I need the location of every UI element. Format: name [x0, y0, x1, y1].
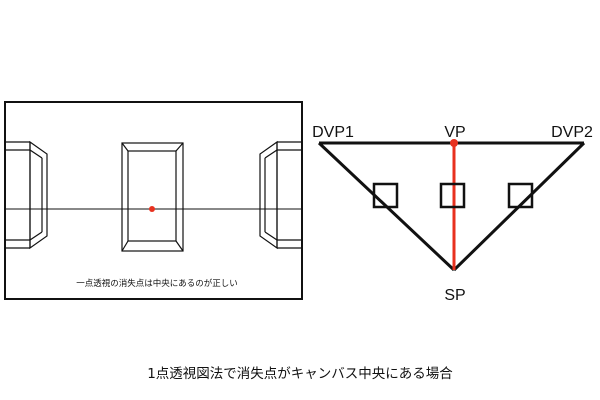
vp-dot — [450, 139, 458, 147]
left-box — [5, 140, 48, 250]
vanishing-point-dot — [149, 206, 155, 212]
plan-diagram: DVP1 VP DVP2 SP — [312, 124, 593, 304]
canvas-caption: 一点透視の消失点は中央にあるのが正しい — [76, 278, 238, 289]
plan-box-center — [439, 182, 466, 209]
right-box — [259, 140, 302, 250]
canvas-frame — [4, 101, 303, 300]
dvp1-label: DVP1 — [312, 124, 354, 141]
sp-label: SP — [444, 287, 465, 304]
figure-caption: 1点透視図法で消失点がキャンバス中央にある場合 — [147, 366, 453, 382]
vp-label: VP — [444, 124, 465, 141]
center-box — [121, 142, 184, 252]
plan-box-left — [372, 182, 399, 209]
dvp2-label: DVP2 — [551, 124, 593, 141]
plan-box-right — [507, 182, 534, 209]
canvas-panel: 一点透視の消失点は中央にあるのが正しい — [4, 101, 303, 300]
